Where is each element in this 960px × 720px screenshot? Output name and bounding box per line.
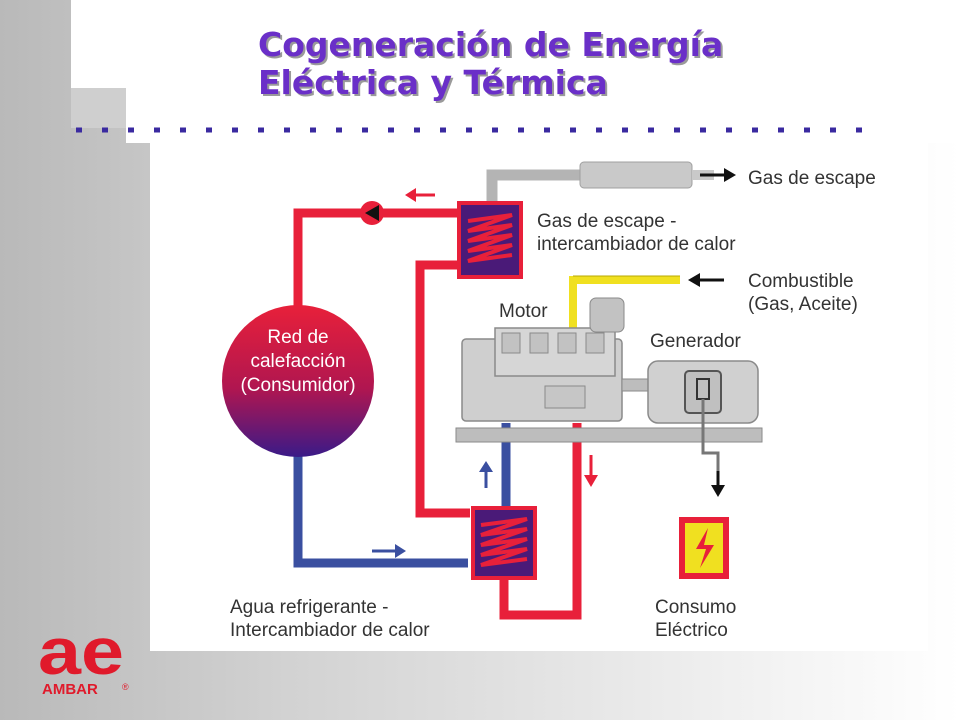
fuel-in-arrow (688, 273, 724, 287)
slide-title-line-1: Cogeneración de Energía (258, 25, 724, 64)
dotted-divider (76, 127, 862, 133)
flow-arrow-red-down (584, 455, 598, 487)
label-exchanger-top-2: intercambiador de calor (537, 234, 736, 255)
electric-line (701, 399, 720, 485)
header-notch (71, 88, 126, 128)
consumer-label-2: calefacción (250, 351, 345, 372)
label-motor: Motor (499, 301, 548, 322)
slide-title: Cogeneración de Energía Eléctrica y Térm… (258, 26, 723, 102)
label-electric-2: Eléctrico (655, 620, 728, 641)
exhaust-out-arrow (700, 168, 736, 182)
label-exchanger-top-1: Gas de escape - (537, 211, 676, 232)
header-background-lower (126, 88, 960, 143)
electric-down-arrow (711, 471, 725, 497)
cogeneration-diagram: Red de calefacción (Consumidor) (150, 143, 928, 651)
label-electric-1: Consumo (655, 597, 736, 618)
slide-title-line-2: Eléctrica y Térmica (258, 63, 608, 102)
machine-base (455, 427, 763, 443)
heating-network-sphere (222, 305, 374, 457)
consumer-label-3: (Consumidor) (240, 375, 355, 396)
flow-arrow-red-left (405, 188, 435, 202)
engine-block (461, 297, 657, 422)
generator-block (647, 360, 759, 424)
label-water-1: Agua refrigerante - (230, 597, 388, 618)
fuel-pipe (569, 276, 680, 331)
label-generator: Generador (650, 331, 742, 352)
label-fuel-1: Combustible (748, 271, 854, 292)
exhaust-heat-exchanger (457, 201, 523, 279)
electric-consumption-icon (679, 517, 729, 579)
logo-mark: ae (38, 618, 124, 688)
label-exhaust-gas: Gas de escape (748, 168, 876, 189)
header-background (71, 0, 960, 88)
consumer-label-1: Red de (267, 327, 328, 348)
ambar-logo: ae AMBAR ® (38, 614, 138, 698)
flow-arrow-blue-right (372, 544, 406, 558)
exhaust-muffler (579, 161, 693, 189)
label-water-2: Intercambiador de calor (230, 620, 430, 641)
logo-reg-mark: ® (122, 682, 129, 692)
logo-brand: AMBAR (42, 681, 98, 698)
coolant-heat-exchanger (471, 506, 537, 580)
label-fuel-2: (Gas, Aceite) (748, 294, 858, 315)
flow-arrow-blue-up (479, 461, 493, 488)
